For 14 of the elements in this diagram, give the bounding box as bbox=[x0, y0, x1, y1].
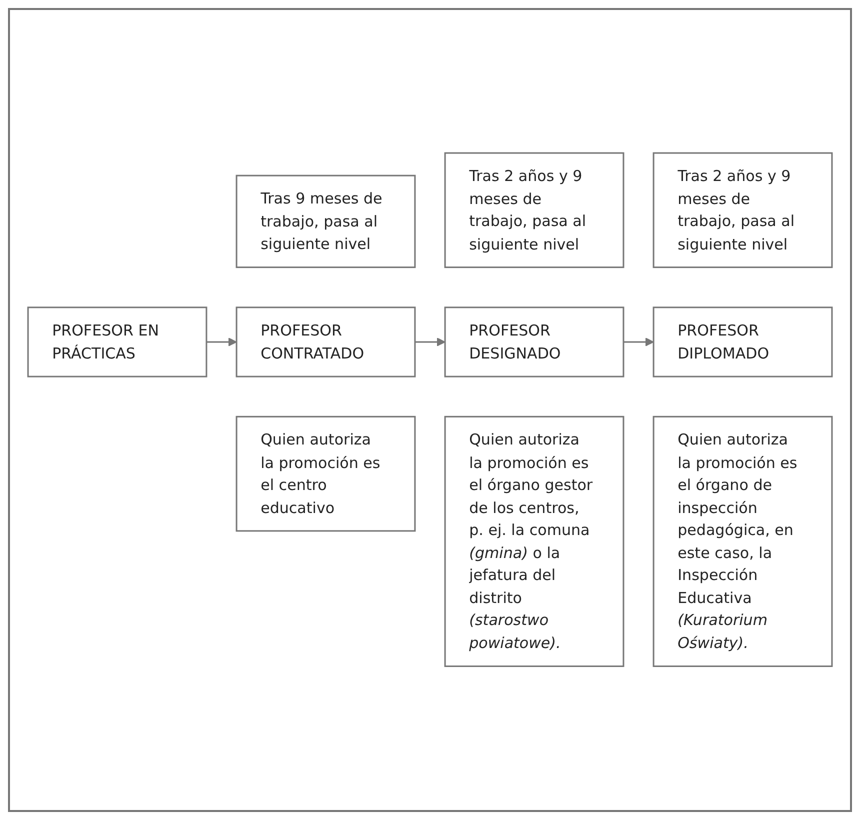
node-box bbox=[444, 152, 624, 268]
node-box bbox=[652, 307, 833, 378]
node-box bbox=[236, 416, 416, 532]
node-box bbox=[236, 175, 416, 268]
node-box bbox=[27, 307, 208, 378]
frame-border: Tras 9 meses de trabajo, pasa al siguiente nivel Tras 2 años y 9 meses de trabajo, pasa al siguiente nivel Tras 2 años y 9 meses de trabajo, pasa al siguiente nivel PROFESOR EN PRÁCTICAS PROFESOR CONTRATADO PROFESOR DESIGNADO PROFESOR DIPLOMADO Quien autoriza la promoción es el centro educativo Quien autoriza la promoción es el órgano gestor de los centros, p. ej. la comuna (gmina) o la jefatura del distrito (starostwo powiatowe). Quien autoriza la promoción es el órgano de inspección pedagógica, en este caso, la Inspección Educativa (Kuratorium Oświaty). bbox=[8, 8, 852, 812]
node-box bbox=[652, 152, 833, 268]
arrow bbox=[414, 338, 446, 347]
node-box bbox=[652, 416, 833, 668]
node-box bbox=[236, 307, 416, 378]
arrow bbox=[206, 338, 237, 347]
node-box bbox=[444, 307, 624, 378]
node-box bbox=[444, 416, 624, 668]
arrow bbox=[623, 338, 654, 347]
